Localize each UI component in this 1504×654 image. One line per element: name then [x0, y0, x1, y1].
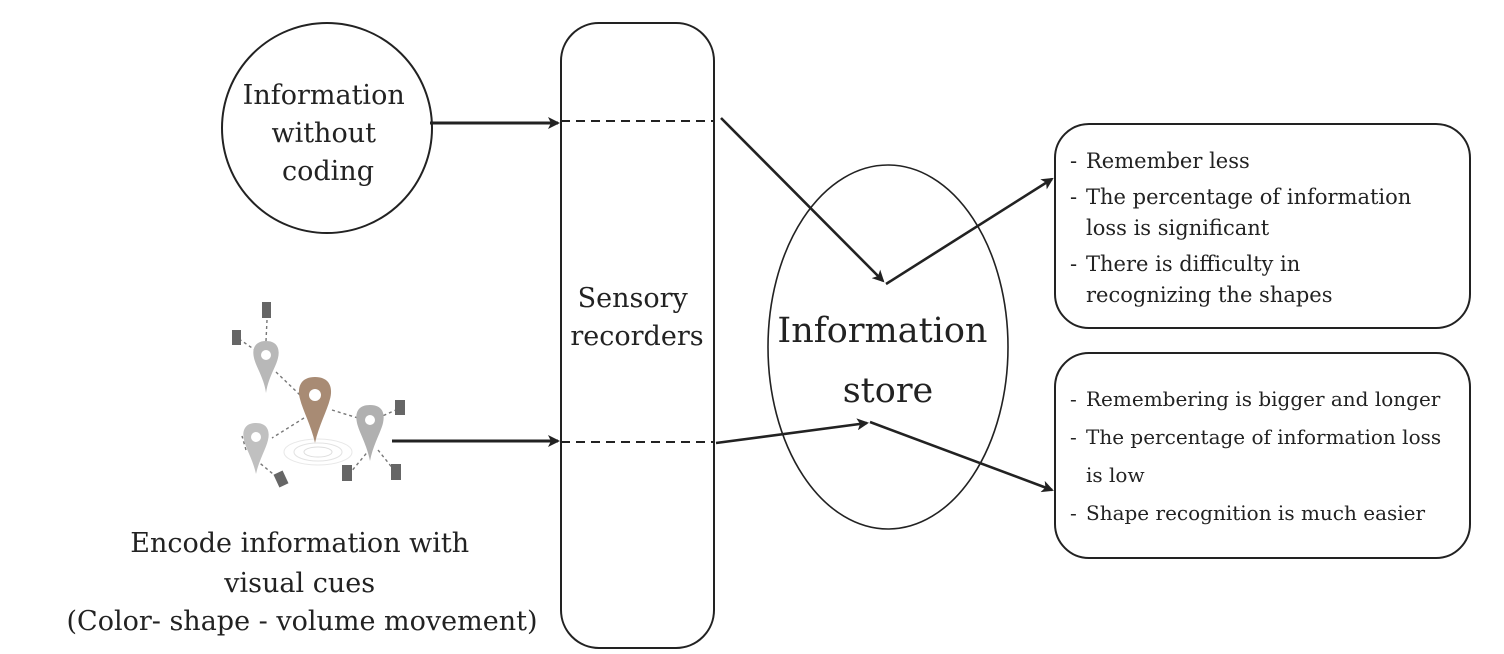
map-pin-brown-icon — [298, 377, 332, 443]
encode-label: Encode information with visual cues (Col… — [67, 528, 538, 637]
map-pin-gray-icon — [253, 341, 279, 393]
list-item: - The percentage of information loss is … — [1070, 185, 1412, 240]
list-item-text: recognizing the shapes — [1086, 283, 1333, 307]
list-item-text: The percentage of information loss — [1086, 425, 1442, 449]
list-item-text: There is difficulty in — [1086, 252, 1301, 276]
list-item-text: Shape recognition is much easier — [1086, 501, 1426, 525]
uncoded-info-label: Information without coding — [243, 80, 414, 187]
list-item: - There is difficulty in recognizing the… — [1070, 252, 1333, 307]
list-item: - Remember less — [1070, 149, 1250, 173]
list-item-text: is low — [1086, 463, 1145, 487]
top-result-box — [1054, 123, 1471, 329]
arrow-store-to-bottom-box — [869, 420, 1054, 493]
list-item: - Remembering is bigger and longer — [1070, 387, 1441, 411]
list-item-text: The percentage of information — [1086, 185, 1412, 209]
information-store-ellipse — [767, 164, 1009, 530]
arrow-bottom-to-store — [715, 418, 869, 445]
list-item: - The percentage of information loss is … — [1070, 425, 1442, 487]
arrow-top-to-store — [720, 117, 885, 283]
uncoded-info-circle — [221, 22, 433, 234]
list-item-text: loss is significant — [1086, 216, 1270, 240]
map-pin-gray-icon — [356, 405, 384, 461]
top-result-list: - Remember less - The percentage of info… — [1070, 146, 1411, 311]
arrow-store-to-top-box — [885, 177, 1054, 286]
bottom-result-box — [1054, 352, 1471, 559]
sensory-recorders-label: Sensory recorders — [570, 283, 703, 352]
map-pin-gray-icon — [243, 423, 269, 474]
list-item-text: Remember less — [1086, 149, 1250, 173]
map-pin-network-icon — [232, 302, 405, 488]
list-item-text: Remembering is bigger and longer — [1086, 387, 1441, 411]
information-store-label: Information store — [777, 311, 998, 411]
sensory-recorders-box — [560, 22, 715, 649]
bottom-result-list: - Remembering is bigger and longer - The… — [1070, 380, 1441, 532]
list-item: - Shape recognition is much easier — [1070, 501, 1426, 525]
